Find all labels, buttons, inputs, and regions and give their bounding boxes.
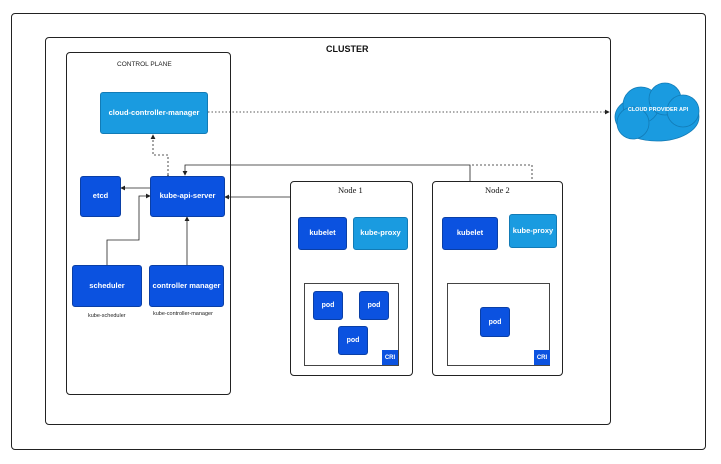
scheduler-api-link	[106, 193, 151, 265]
node-1-kube-proxy: kube-proxy	[353, 217, 408, 250]
cloud-icon	[614, 82, 700, 142]
node-1-pod: pod	[338, 326, 368, 355]
node-2-kube-proxy: kube-proxy	[509, 214, 557, 248]
ccm-api-link	[150, 134, 171, 179]
node-2-kubelet: kubelet	[442, 217, 498, 250]
node-2-pod-area	[447, 283, 550, 366]
cluster-title: CLUSTER	[326, 44, 369, 54]
node-1-pod: pod	[313, 291, 343, 320]
controller-manager-caption: kube-controller-manager	[153, 311, 213, 317]
node-2-box	[432, 181, 563, 376]
kube-api-server-block: kube-api-server	[150, 176, 225, 217]
scheduler-caption: kube-scheduler	[88, 313, 126, 319]
etcd-block: etcd	[80, 176, 121, 217]
node-2-pod: pod	[480, 307, 510, 337]
node-1-kubelet: kubelet	[298, 217, 347, 250]
node-1-cri-badge: CRI	[382, 350, 398, 365]
node-2-title: Node 2	[485, 185, 510, 195]
cloud-label: CLOUD PROVIDER API	[627, 107, 689, 113]
controller-manager-block: controller manager	[149, 265, 224, 307]
control-plane-title: CONTROL PLANE	[117, 61, 172, 68]
node-1-title: Node 1	[338, 185, 363, 195]
node-2-cri-badge: CRI	[534, 350, 550, 365]
scheduler-block: scheduler	[72, 265, 142, 307]
node-1-pod: pod	[359, 291, 389, 320]
node-1-pod-area	[304, 283, 399, 366]
cloud-controller-manager-block: cloud-controller-manager	[100, 92, 208, 134]
